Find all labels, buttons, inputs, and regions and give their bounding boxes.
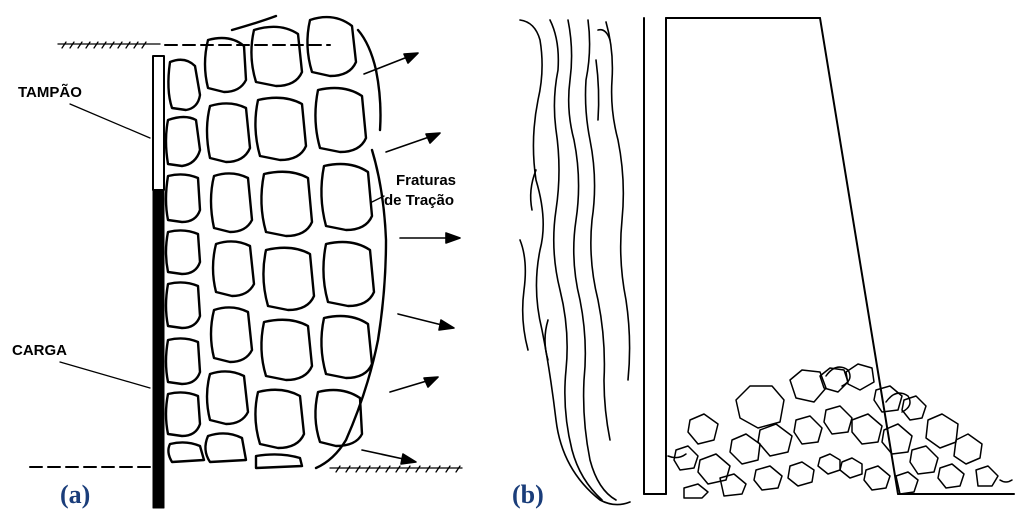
rock-crack-5: [606, 22, 630, 380]
ground-hatch-top: [58, 42, 160, 48]
bench-face: [820, 18, 898, 494]
label-fraturas-line2: de Tração: [384, 192, 454, 209]
rock-crack-7: [520, 240, 528, 350]
ground-hatch-bottom: [330, 466, 462, 472]
fracture-blocks: [166, 16, 386, 468]
label-carga: CARGA: [12, 342, 67, 359]
caption-panel-b: (b): [512, 480, 544, 510]
muck-pile: [668, 364, 1012, 498]
label-fraturas-line1: Fraturas: [396, 172, 456, 189]
label-tampao: TAMPÃO: [18, 84, 82, 101]
caption-panel-a: (a): [60, 480, 90, 510]
stemming-column: [153, 56, 164, 190]
panel-a-drawing: [30, 16, 462, 508]
tension-arrows: [362, 53, 460, 464]
rock-crack-9: [545, 320, 548, 360]
panel-b-drawing: [520, 18, 1014, 505]
rock-crack-1: [520, 20, 630, 505]
charge-column: [153, 190, 164, 508]
rock-crack-10: [596, 60, 599, 120]
leader-carga: [60, 362, 150, 388]
leader-tampao: [70, 104, 150, 138]
